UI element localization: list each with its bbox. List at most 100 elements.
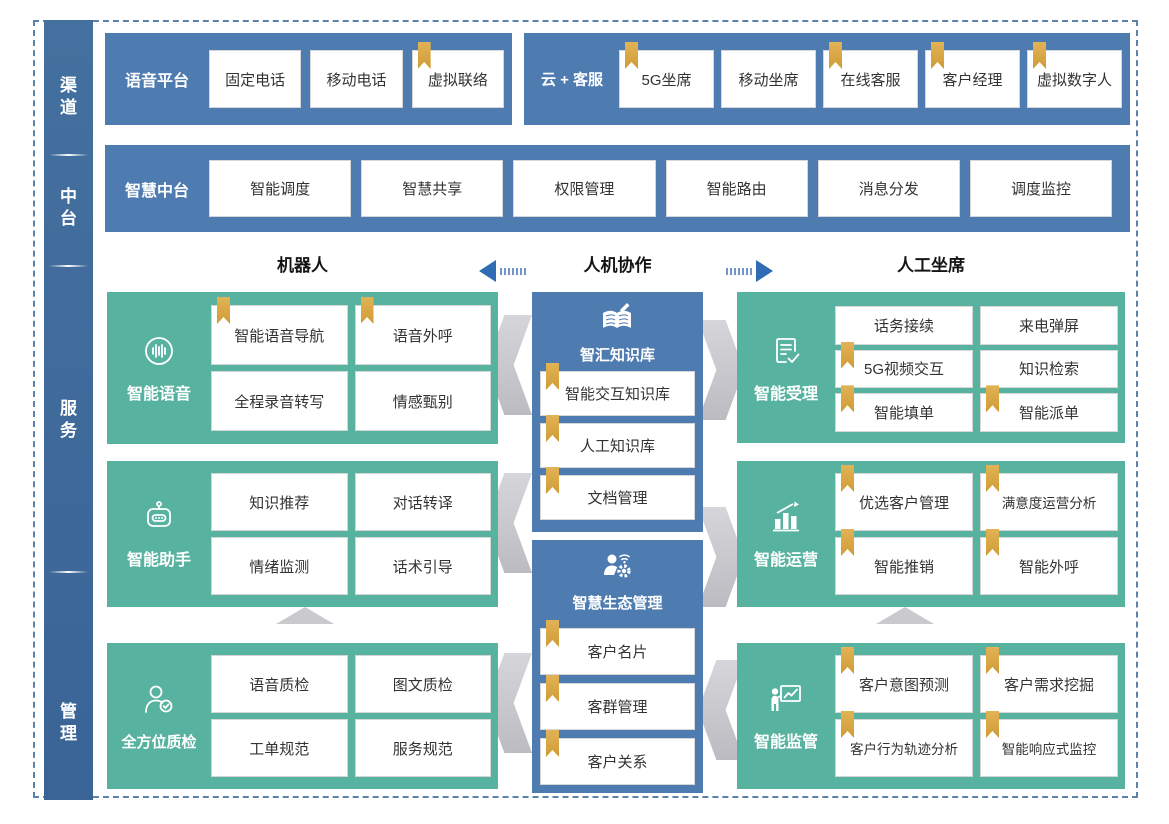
feature-label: 优选客户管理 [858,494,949,512]
robot-section-title: 机器人 [277,256,328,275]
bookmark-icon [546,467,559,494]
bookmark-icon [417,42,431,69]
block-title: 全方位质检 [121,733,197,751]
bookmark-icon [217,297,230,324]
smart-operation-block: 智能运营 优选客户管理 满意度运营分析 智能推销 智能外呼 [737,461,1125,607]
bookmark-icon [986,465,999,492]
robot-icon [140,498,178,541]
feature-box: 来电弹屏 [980,306,1118,345]
arrow-head [756,260,773,282]
block-title: 智慧生态管理 [572,595,663,612]
bookmark-icon [841,647,854,674]
bookmark-icon [841,529,854,556]
feature-box: 客户名片 [540,620,695,675]
feature-box: 智能交互知识库 [540,363,695,416]
arrow-head [479,260,496,282]
bookmark-icon [546,415,559,442]
feature-box: 智能语音导航 [211,297,348,365]
feature-label: 客户名片 [587,644,648,661]
feature-label: 语音质检 [249,676,310,694]
collaboration-title: 人机协作 [583,256,652,275]
feature-box: 权限管理 [513,160,656,217]
sidebar-label-text: 服务 [60,399,77,440]
feature-label: 客户关系 [587,754,648,771]
feature-box: 人工知识库 [540,415,695,468]
feature-label: 工单规范 [249,740,310,758]
agent-section-title: 人工坐席 [897,256,965,275]
block-title: 智能受理 [753,385,818,403]
bookmark-icon [829,42,842,69]
feature-label: 智能响应式监控 [1001,742,1097,757]
bookmark-icon [986,529,999,556]
feature-label: 客户意图预测 [858,676,949,694]
feature-label: 全程录音转写 [234,393,325,411]
cloud-service-block: 云 + 客服 5G坐席 移动坐席 在线客服 客户经理 虚拟数字人 [524,33,1130,125]
feature-label: 在线客服 [840,71,901,89]
feature-box: 话务接续 [835,306,973,345]
feature-box: 在线客服 [823,42,918,108]
feature-label: 移动电话 [326,71,387,89]
bookmark-icon [1033,42,1046,69]
feature-label: 智能调度 [250,181,311,198]
feature-box: 智能调度 [209,160,352,217]
feature-box: 智能响应式监控 [980,711,1118,777]
feature-label: 情绪监测 [249,558,310,576]
feature-box: 客户行为轨迹分析 [835,711,973,777]
ecosystem-management-block: 智慧生态管理 客户名片 客群管理 客户关系 [532,540,703,793]
quality-badge-icon [139,681,179,726]
person-network-icon [600,549,636,590]
sidebar-label-management: 管理 [44,701,93,745]
arrow-tail [726,267,752,275]
feature-box: 知识推荐 [211,473,348,531]
feature-label: 图文质检 [392,676,453,694]
feature-label: 服务规范 [392,740,453,758]
feature-label: 智慧共享 [402,181,463,198]
feature-label: 5G坐席 [641,71,692,89]
bookmark-icon [546,620,559,647]
feature-label: 来电弹屏 [1018,317,1079,335]
feature-label: 智能推销 [873,558,934,576]
bookmark-icon [931,42,944,69]
feature-box: 智能派单 [980,385,1118,432]
feature-label: 虚拟联络 [427,71,488,89]
feature-box: 智能填单 [835,385,973,432]
feature-label: 智能外呼 [1018,558,1079,576]
feature-box: 情绪监测 [211,537,348,595]
block-title: 智汇知识库 [579,347,655,364]
feature-box: 移动电话 [310,50,403,108]
feature-label: 客群管理 [587,699,648,716]
sidebar-label-text: 渠道 [60,76,77,117]
sidebar-label-text: 管理 [60,702,77,743]
feature-label: 语音外呼 [392,327,453,345]
feature-box: 虚拟联络 [411,42,504,108]
feature-label: 话务接续 [873,317,934,335]
bookmark-icon [546,675,559,702]
feature-label: 客户经理 [942,71,1003,89]
feature-box: 话术引导 [354,537,491,595]
feature-label: 智能填单 [873,405,934,423]
block-title: 智能监管 [753,734,818,751]
feature-box: 调度监控 [969,160,1113,217]
feature-label: 文档管理 [587,490,648,507]
feature-box: 5G坐席 [619,42,714,108]
bookmark-icon [360,297,374,324]
feature-label: 移动坐席 [738,71,799,89]
voice-icon [140,332,178,375]
feature-box: 优选客户管理 [835,465,973,531]
dashed-border [33,20,1138,798]
block-title: 智能助手 [126,552,191,569]
feature-label: 对话转译 [392,494,453,512]
feature-box: 语音质检 [211,655,348,713]
feature-box: 消息分发 [817,160,960,217]
smart-supervision-block: 智能监管 客户意图预测 客户需求挖掘 客户行为轨迹分析 智能响应式监控 [737,643,1125,789]
bookmark-icon [986,385,999,413]
feature-box: 全程录音转写 [211,371,348,431]
smart-voice-block: 智能语音 智能语音导航 语音外呼 全程录音转写 情感甄别 [107,292,498,444]
arrow-right-icon [726,260,773,282]
feature-box: 客群管理 [540,675,695,730]
feature-label: 客户需求挖掘 [1003,676,1094,694]
feature-box: 图文质检 [354,655,491,713]
voice-platform-label: 语音平台 [124,73,189,90]
feature-label: 智能派单 [1018,405,1079,423]
